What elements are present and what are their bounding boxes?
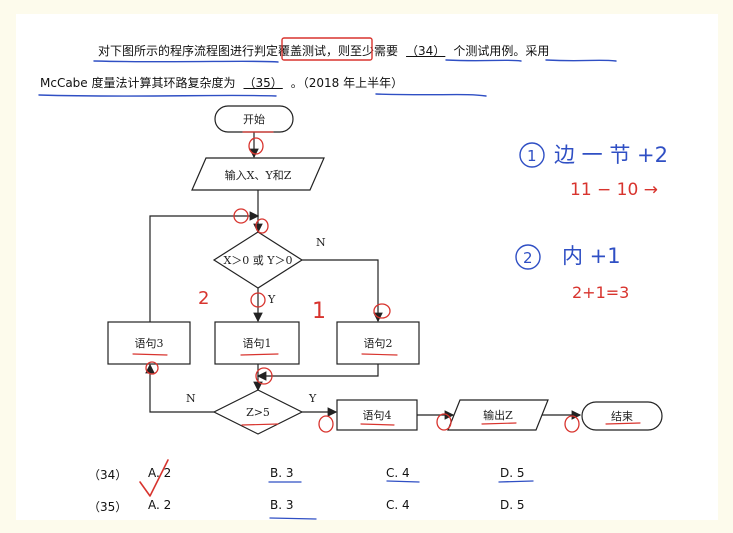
q34-label: （34） [88,468,128,482]
check-mark-icon [139,459,169,497]
end-node [581,401,663,431]
document-page: 对下图所示的程序流程图进行判定覆盖测试，则至少需要 （34） 个测试用例。采用 Mc… [16,14,718,520]
ink-mark-1: 1 [312,299,326,324]
ink-note-1: 1 边 一 节 +2 11 − 10 → [519,142,668,200]
q35-option-b: B. 3 [270,498,294,512]
q34-option-a: A. 2 [148,466,172,480]
branch-no-label: N [316,236,326,249]
q35-option-d: D. 5 [500,498,525,512]
stmt3-label: 语句3 [135,337,164,350]
question-text: McCabe 度量法计算其环路复杂度为 [40,76,236,90]
start-label: 开始 [243,112,265,126]
decision-2-label: Z>5 [246,406,270,419]
branch-no-label: N [186,392,196,405]
stmt2-node [336,321,420,365]
ink-underline [445,59,617,62]
decision-1-label: X＞0 或 Y＞0 [223,254,292,267]
question-text: 对下图所示的程序流程图进行 [98,44,255,58]
ink-underline [38,93,487,97]
end-label: 结束 [611,410,633,423]
question-text: 。（2018 年上半年） [290,76,404,90]
input-label: 输入X、Y和Z [225,168,292,182]
output-node [447,399,549,431]
q35-option-c: C. 4 [386,498,410,512]
q34-option-c: C. 4 [386,466,410,480]
ink-underline [268,480,534,520]
svg-text:2+1=3: 2+1=3 [572,283,629,302]
ink-note-2: 2 内 +1 2+1=3 [515,244,629,302]
output-label: 输出Z [483,408,513,422]
svg-text:内 +1: 内 +1 [562,244,621,268]
question-text: ，则至少需要 [326,44,399,58]
svg-text:2: 2 [523,249,533,267]
input-node [191,157,325,191]
q35-label: （35） [88,500,128,514]
ink-box [281,37,373,61]
ink-mark-2: 2 [198,288,209,309]
branch-yes-label: Y [308,392,317,405]
stmt2-label: 语句2 [364,337,393,350]
ink-marks-red [145,137,580,433]
blank-35: （35） [243,76,283,90]
question-text: 个测试用例。采用 [453,44,550,58]
q34-option-b: B. 3 [270,466,294,480]
stmt1-label: 语句1 [243,337,272,350]
branch-yes-label: Y [267,293,276,306]
q34-option-d: D. 5 [500,466,525,480]
decision-2 [212,389,304,435]
stmt4-label: 语句4 [363,409,392,422]
flowchart-diagram: 开始 输入X、Y和Z X＞0 或 Y＞0 N Y 语句3 语句1 语句2 Z>5… [38,37,668,520]
q35-option-a: A. 2 [148,498,172,512]
ink-underline [93,60,279,63]
svg-text:边 一 节 +2: 边 一 节 +2 [554,143,668,167]
highlighted-term: 判定覆盖测试 [254,44,327,58]
blank-34: （34） [406,44,446,58]
svg-text:1: 1 [527,147,537,165]
question-line-2: McCabe 度量法计算其环路复杂度为 （35） 。（2018 年上半年） [40,74,403,91]
question-line-1: 对下图所示的程序流程图进行判定覆盖测试，则至少需要 （34） 个测试用例。采用 [98,42,549,59]
stmt1-node [214,321,300,365]
svg-text:11 − 10 →: 11 − 10 → [570,180,658,200]
